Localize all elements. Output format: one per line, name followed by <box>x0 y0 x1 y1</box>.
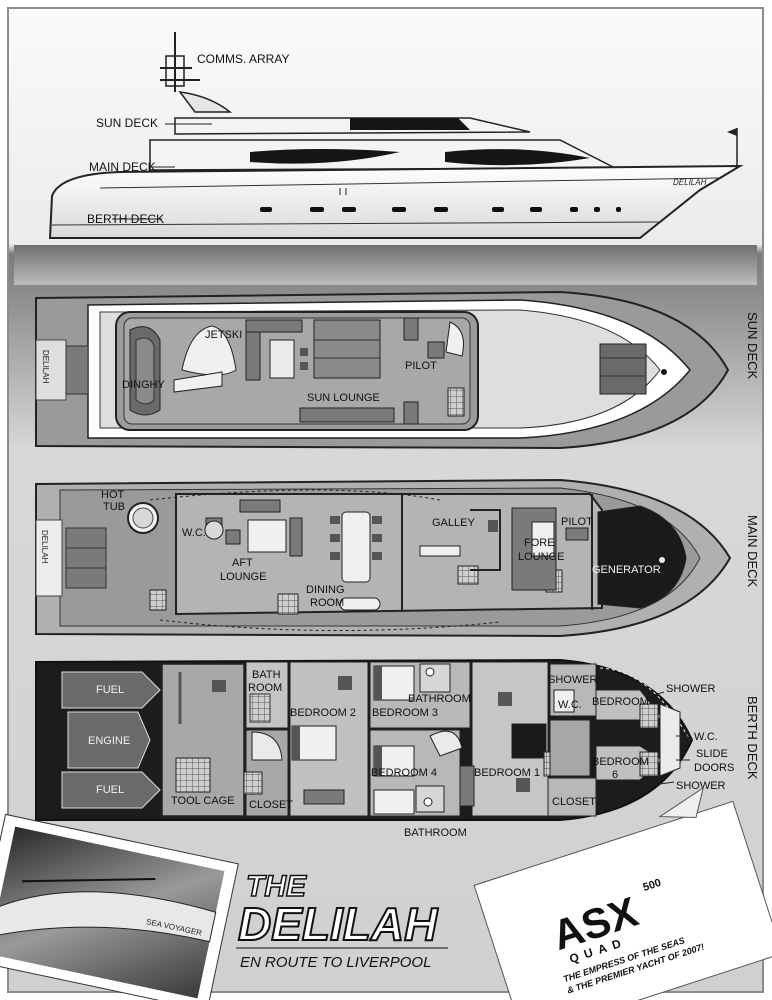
title-tagline: EN ROUTE TO LIVERPOOL <box>240 954 431 971</box>
tool-cage <box>175 757 211 793</box>
shower-outer-bottom-label: SHOWER <box>676 780 726 792</box>
bedroom-fore-label: BEDROOM <box>592 696 649 708</box>
fore-lounge-label: LOUNGE <box>518 551 564 563</box>
portholes <box>260 207 621 212</box>
fuel-top-label: FUEL <box>96 684 124 696</box>
berth-deck-side-label: BERTH DECK <box>745 696 760 780</box>
fuel-tank-top <box>61 671 161 709</box>
title-the: THE <box>246 870 307 903</box>
generator-room <box>597 505 687 609</box>
berth-deck-profile-label: BERTH DECK <box>87 212 164 226</box>
berth-deck-plan: FUEL ENGINE FUEL TOOL CAGE BATH ROOM BED… <box>35 658 760 839</box>
main-wc-label: W.C. <box>182 527 206 539</box>
bath-label: BATH <box>252 669 281 681</box>
doors-label: DOORS <box>694 762 734 774</box>
title-block: THE DELILAH EN ROUTE TO LIVERPOOL <box>236 869 448 971</box>
generator-label: GENERATOR <box>592 564 661 576</box>
bathroom-top-label: BATHROOM <box>408 693 471 705</box>
comms-array-label: COMMS. ARRAY <box>197 52 289 66</box>
sun-deck-plan: DELILAH JETSKI DINGHY SUN LOUNGE PILOT <box>35 290 760 450</box>
asx-card: ASX 500 QUAD THE EMPRESS OF THE SEAS & T… <box>473 786 772 1000</box>
main-deck-profile-label: MAIN DECK <box>89 160 156 174</box>
fuel-tank-bottom <box>61 771 161 809</box>
slide-label: SLIDE <box>696 748 728 760</box>
main-pilot-label: PILOT <box>561 516 593 528</box>
tub-label: TUB <box>103 501 125 513</box>
card-model-num: 500 <box>641 877 662 894</box>
sea-band <box>14 245 757 285</box>
bedroom6-number: 6 <box>612 769 618 781</box>
tool-cage-label: TOOL CAGE <box>171 795 235 807</box>
closet-right-label: CLOSET <box>552 796 596 808</box>
engine <box>67 711 151 769</box>
bath-room-label: ROOM <box>248 682 282 694</box>
bedroom4-label: BEDROOM 4 <box>371 767 437 779</box>
dining-label: DINING <box>306 584 345 596</box>
dinghy-label: DINGHY <box>122 379 165 391</box>
fuel-bottom-label: FUEL <box>96 784 124 796</box>
dining-table <box>341 511 371 583</box>
shower-outer-top-label: SHOWER <box>666 683 716 695</box>
aft-label: AFT <box>232 557 253 569</box>
closet-left-label: CLOSET <box>249 799 293 811</box>
bedroom2-label: BEDROOM 2 <box>290 707 356 719</box>
shower-inner-label: SHOWER <box>548 674 598 686</box>
bedroom6-label: BEDROOM <box>592 756 649 768</box>
wc-outer-label: W.C. <box>694 731 718 743</box>
hull-name: DELILAH <box>673 178 707 187</box>
bathroom-bottom-label: BATHROOM <box>404 827 467 839</box>
dining-room-label: ROOM <box>310 597 344 609</box>
sun-deck-profile-label: SUN DECK <box>96 116 158 130</box>
sun-lounge-label: SUN LOUNGE <box>307 392 380 404</box>
jetski-label: JETSKI <box>205 329 242 341</box>
galley-label: GALLEY <box>432 517 475 529</box>
hot-label: HOT <box>101 489 125 501</box>
title-name: DELILAH <box>238 898 438 950</box>
sun-deck-stern-name: DELILAH <box>41 350 50 384</box>
bedroom3-label: BEDROOM 3 <box>372 707 438 719</box>
photo-card: SEA VOYAGER <box>0 813 239 1000</box>
aft-lounge-label: LOUNGE <box>220 571 266 583</box>
yacht-profile: COMMS. ARRAY SUN DECK MAIN DECK BERTH DE… <box>48 32 744 239</box>
hull <box>48 164 744 239</box>
main-deck-side-label: MAIN DECK <box>745 515 760 588</box>
sun-deck-side-label: SUN DECK <box>745 312 760 380</box>
wc-inner-label: W.C. <box>558 699 582 711</box>
engine-label: ENGINE <box>88 735 130 747</box>
bedroom1-label: BEDROOM 1 <box>474 767 540 779</box>
sun-pilot-label: PILOT <box>405 360 437 372</box>
main-deck-stern-name: DELILAH <box>40 530 49 564</box>
fore-label: FORE <box>524 537 555 549</box>
main-deck-plan: DELILAH <box>35 478 760 638</box>
